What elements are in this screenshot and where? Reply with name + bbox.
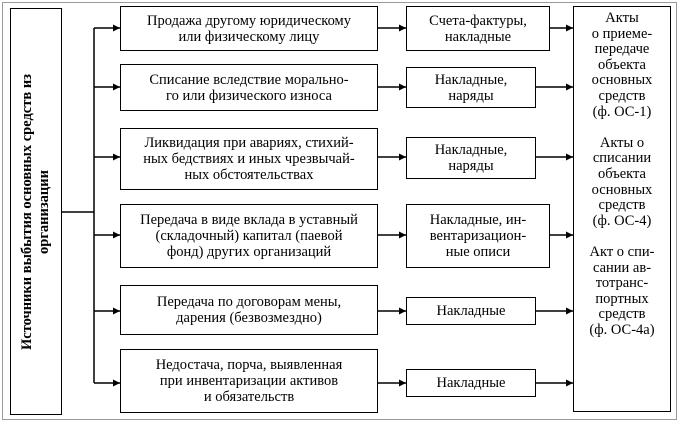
source-label: Источники выбытия основных средств из ор… bbox=[19, 73, 52, 350]
doc-box-waybills-orders-1: Накладные, наряды bbox=[406, 67, 536, 108]
reason-box-shortage: Недостача, порча, выявленная при инвента… bbox=[120, 349, 378, 413]
reason-box-sale: Продажа другому юридическому или физичес… bbox=[120, 6, 378, 51]
doc-text: Накладные bbox=[436, 303, 506, 319]
doc-box-waybills-1: Накладные bbox=[406, 297, 536, 325]
reason-box-wear: Списание вследствие морально- го или физ… bbox=[120, 64, 378, 111]
reason-text: Передача по договорам мены, дарения (без… bbox=[156, 294, 342, 326]
reason-text: Продажа другому юридическому или физичес… bbox=[147, 12, 351, 45]
source-box: Источники выбытия основных средств из ор… bbox=[10, 8, 62, 415]
doc-box-waybills-orders-2: Накладные, наряды bbox=[406, 137, 536, 179]
reason-text: Ликвидация при авариях, стихий- ных бедс… bbox=[143, 135, 355, 183]
doc-box-waybills-2: Накладные bbox=[406, 369, 536, 397]
doc-text: Накладные, ин- вентаризацион- ные описи bbox=[429, 212, 527, 260]
doc-box-invoices: Счета-фактуры, накладные bbox=[406, 6, 550, 51]
reason-text: Недостача, порча, выявленная при инвента… bbox=[155, 357, 343, 405]
reason-box-exchange: Передача по договорам мены, дарения (без… bbox=[120, 285, 378, 335]
acts-box: Акты о приеме- передаче объекта основных… bbox=[573, 6, 671, 412]
doc-text: Счета-фактуры, накладные bbox=[429, 12, 527, 45]
doc-text: Накладные, наряды bbox=[434, 142, 508, 174]
diagram-frame bbox=[2, 2, 677, 420]
reason-text: Передача в виде вклада в уставный (склад… bbox=[140, 212, 358, 260]
doc-box-inventory-lists: Накладные, ин- вентаризацион- ные описи bbox=[406, 204, 550, 268]
reason-box-emergency: Ликвидация при авариях, стихий- ных бедс… bbox=[120, 128, 378, 190]
acts-text: Акты о приеме- передаче объекта основных… bbox=[589, 10, 655, 338]
reason-text: Списание вследствие морально- го или физ… bbox=[149, 71, 349, 104]
doc-text: Накладные bbox=[436, 375, 506, 391]
reason-box-contribution: Передача в виде вклада в уставный (склад… bbox=[120, 204, 378, 268]
doc-text: Накладные, наряды bbox=[434, 71, 508, 104]
